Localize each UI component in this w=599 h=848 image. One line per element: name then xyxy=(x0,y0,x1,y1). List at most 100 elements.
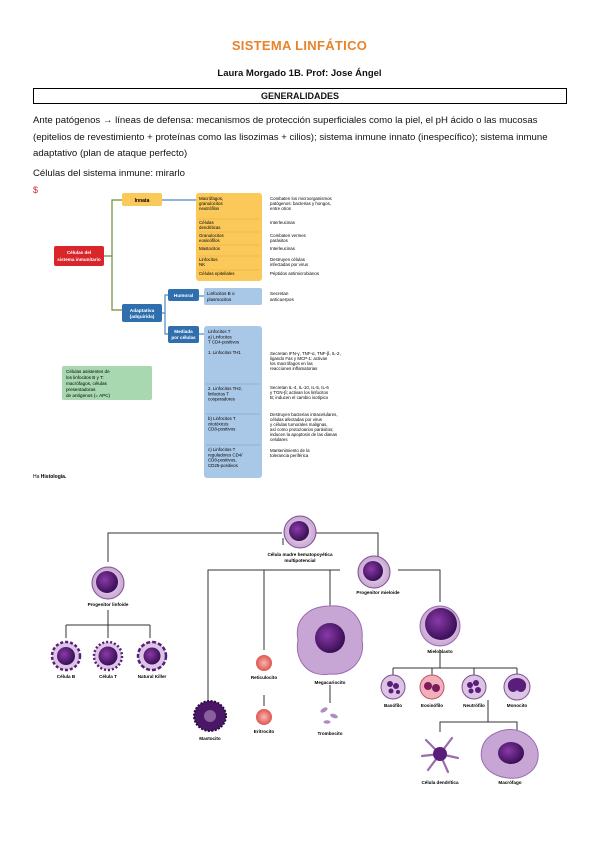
t-cell-text: a) Linfocitos xyxy=(208,334,232,339)
megakaryocyte-label: Megacariocito xyxy=(315,680,346,685)
t-function-text: reacciones inflamatorias xyxy=(270,366,318,371)
humoral-cell-box xyxy=(204,288,262,305)
b-cell xyxy=(50,640,82,672)
innate-function-text: Interleucinas xyxy=(270,220,296,225)
adaptive-box xyxy=(122,304,162,322)
apc-note-text: presentadoras xyxy=(66,387,96,392)
myeloid-label: Progenitor mieloide xyxy=(356,590,400,595)
t-cell-text: CD8-positivos xyxy=(208,427,236,432)
cellular-box xyxy=(168,326,199,343)
humoral-label: Humoral xyxy=(174,293,193,299)
author-line: Laura Morgado 1B. Prof: Jose Ángel xyxy=(217,68,382,79)
humoral-fn-line-1: Secretan xyxy=(270,291,289,296)
neutrophil-cell xyxy=(461,674,487,700)
lymphoid-progenitor-cell xyxy=(91,566,125,600)
reticulocyte-label: Reticulocito xyxy=(251,675,277,680)
apc-box xyxy=(62,366,152,400)
cellular-line-2: por células xyxy=(171,335,196,340)
apc-note-text: Células asistentes de xyxy=(66,369,110,374)
apc-note-text: de antígenos (= APC) xyxy=(66,393,111,398)
innate-function-text: patógenos: bacterias y hongos, xyxy=(270,201,331,206)
cellular-line-1: Mediada xyxy=(174,329,193,334)
apc-note-text: macrófagos, células xyxy=(66,381,108,386)
myeloblast-label: Mieloblasto xyxy=(427,649,452,654)
humoral-box xyxy=(168,289,199,301)
megakaryocyte-cell xyxy=(296,605,364,676)
t-cell-text: 2. Linfocitos TH2, xyxy=(208,386,242,391)
t-cells-panel xyxy=(204,326,262,478)
innate-cell-text: Células xyxy=(199,220,214,225)
t-cell-text: c) Linfocitos T xyxy=(208,447,236,452)
eosinophil-cell xyxy=(419,674,445,700)
t-cell-text: Linfocitos T xyxy=(208,329,231,334)
t-cell-text: cooperadores xyxy=(208,397,236,402)
t-cell-text: 1. Linfocitos TH1 xyxy=(208,350,241,355)
innate-function-text: Destruyen células xyxy=(270,257,306,262)
innate-cell-text: NK xyxy=(199,262,205,267)
b-cell-label: Célula B xyxy=(57,674,76,679)
stem-line-1: Célula madre hematopoyética xyxy=(267,552,333,557)
humoral-cell-line-2: plasmocitos xyxy=(207,297,232,302)
adaptive-line-1: Adaptativa xyxy=(130,308,155,314)
innate-box xyxy=(122,193,162,206)
myeloid-progenitor-cell xyxy=(357,555,391,589)
cells-label: Células del sistema inmune: mirarlo xyxy=(33,168,185,179)
t-function-text: Mantenimiento de la xyxy=(270,448,310,453)
innate-function-text: parásitos xyxy=(270,238,289,243)
dendritic-label: Célula dendrítica xyxy=(421,780,458,785)
innate-function-text: entre otros xyxy=(270,206,292,211)
intro-paragraph: Ante patógenos → líneas de defensa: meca… xyxy=(33,115,548,159)
stem-line-2: multipotencial xyxy=(284,558,315,563)
stray-mark: $ xyxy=(33,185,39,195)
innate-cell-text: Mastocitos xyxy=(199,246,221,251)
root-line-1: Células del xyxy=(67,250,91,255)
eosinophil-label: Eosinófilo xyxy=(421,703,443,708)
innate-function-text: Combaten los microorganismos xyxy=(270,196,333,201)
monocyte-label: Monocito xyxy=(507,703,528,708)
nk-label: Natural Killer xyxy=(138,674,167,679)
root-line-2: sistema inmunitario xyxy=(57,257,101,262)
innate-cell-text: neutrófilos xyxy=(199,206,220,211)
t-function-text: B; inducen el cambio isotípico xyxy=(270,395,329,400)
macrophage-cell xyxy=(480,729,539,779)
t-function-text: los macrófagos en las xyxy=(270,361,314,366)
t-cell-text: reguladores CD4/ xyxy=(208,452,243,457)
basophil-cell xyxy=(380,674,406,700)
t-cell-text: linfocitos T xyxy=(208,391,229,396)
innate-cells-panel xyxy=(196,193,262,281)
t-function-text: así como protozoarios parásitos; xyxy=(270,427,333,432)
innate-cell-text: dendríticas xyxy=(199,225,221,230)
t-function-text: Destruyen bacterias intracelulares, xyxy=(270,412,338,417)
t-function-text: ligando Fas y MCP-1: activan xyxy=(270,356,328,361)
mast-label: Mastocito xyxy=(199,736,221,741)
lymphoid-label: Progenitor linfoide xyxy=(88,602,129,607)
innate-cell-text: granulocitos xyxy=(199,201,223,206)
stem-cell xyxy=(283,515,317,549)
apc-note-text: los linfocitos B y T: xyxy=(66,375,104,380)
innate-function-text: Combaten vermes xyxy=(270,233,307,238)
thrombocyte-cells xyxy=(320,707,338,724)
t-cell-text: CD25-positivos xyxy=(208,463,239,468)
t-function-text: celulares xyxy=(270,437,288,442)
nk-cell xyxy=(136,640,168,672)
t-function-text: y células tumorales malignas, xyxy=(270,422,328,427)
t-cell-text: CD8-positivos, xyxy=(208,458,237,463)
innate-cell-text: Granulocitos xyxy=(199,233,224,238)
figure-credit: Ha Histología. xyxy=(33,474,67,480)
innate-cell-text: Linfocitos xyxy=(199,257,218,262)
t-cell xyxy=(92,640,124,672)
mast-cell xyxy=(193,700,227,732)
innate-cell-text: Macrófagos, xyxy=(199,196,223,201)
t-cell-text: T CD4-positivos xyxy=(208,340,240,345)
dendritic-cell xyxy=(420,736,460,774)
innate-cell-text: Células epiteliales xyxy=(199,271,235,276)
t-function-text: células afectadas por virus xyxy=(270,417,323,422)
t-function-text: tolerancia periférica xyxy=(270,453,309,458)
humoral-fn-line-2: anticuerpos xyxy=(270,297,294,302)
thrombocyte-label: Trombocito xyxy=(317,731,342,736)
neutrophil-label: Neutrófilo xyxy=(463,703,485,708)
myeloblast-cell xyxy=(419,605,461,647)
basophil-label: Basófilo xyxy=(384,703,402,708)
